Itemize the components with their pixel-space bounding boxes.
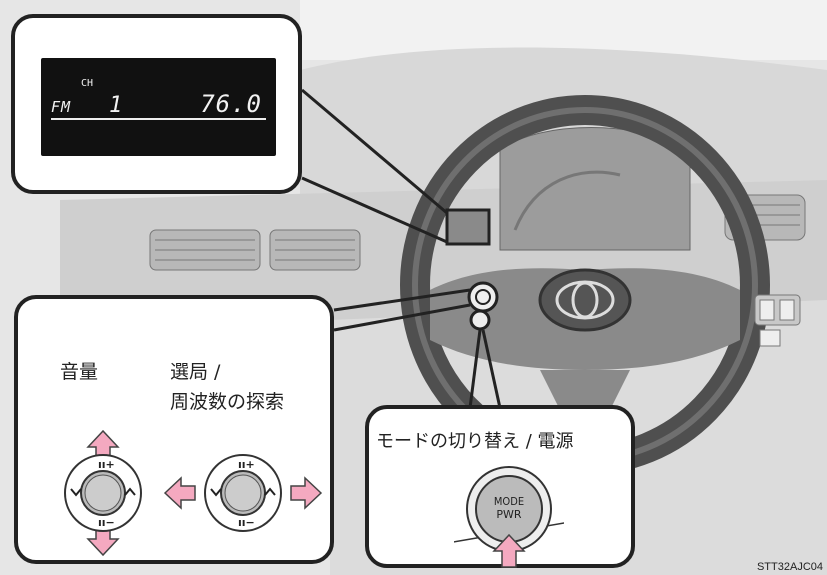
seek-right-arrow-icon <box>290 476 323 510</box>
chevron-left-icon <box>70 488 82 497</box>
seek-left-arrow-icon <box>163 476 196 510</box>
display-location-marker <box>445 208 491 246</box>
frequency-readout: 76.0 <box>200 90 262 118</box>
right-switch-panel <box>754 294 801 347</box>
audio-lcd-display: FM CH 1 76.0 <box>41 58 276 156</box>
chevron-right-icon <box>124 487 136 496</box>
mode-switch-marker <box>469 309 491 331</box>
mode-power-label: モードの切り替え / 電源 <box>376 431 574 452</box>
chevron-left-icon <box>210 488 222 497</box>
figure-code: STT32AJC04 <box>756 561 823 573</box>
minus-icon: ıı− <box>238 516 255 529</box>
seek-label-line1: 選局 / <box>170 361 221 383</box>
mode-text: MODE <box>494 495 524 508</box>
seek-switch-diagram: ıı+ ıı− <box>163 454 323 532</box>
left-air-vent <box>149 229 361 271</box>
plus-icon: ıı+ <box>238 458 255 471</box>
steering-switch-callout: 音量 選局 / 周波数の探索 ıı+ ıı− ıı+ ıı− <box>14 295 334 564</box>
minus-icon: ıı− <box>98 516 115 529</box>
mode-power-button-diagram: MODE PWR <box>454 466 564 568</box>
seek-label-line2: 周波数の探索 <box>170 391 285 413</box>
volume-label: 音量 <box>60 361 99 383</box>
channel-number: 1 <box>109 93 123 118</box>
volume-switch-diagram: ıı+ ıı− <box>64 429 142 557</box>
chevron-right-icon <box>264 487 276 496</box>
pwr-text: PWR <box>496 508 522 521</box>
plus-icon: ıı+ <box>98 458 115 471</box>
press-arrow-icon <box>492 533 526 568</box>
band-indicator: FM <box>51 98 72 116</box>
audio-display-callout: FM CH 1 76.0 <box>11 14 302 194</box>
steering-switch-marker <box>467 281 499 313</box>
channel-label: CH <box>81 78 94 89</box>
mode-switch-callout: モードの切り替え / 電源 MODE PWR <box>365 405 635 568</box>
